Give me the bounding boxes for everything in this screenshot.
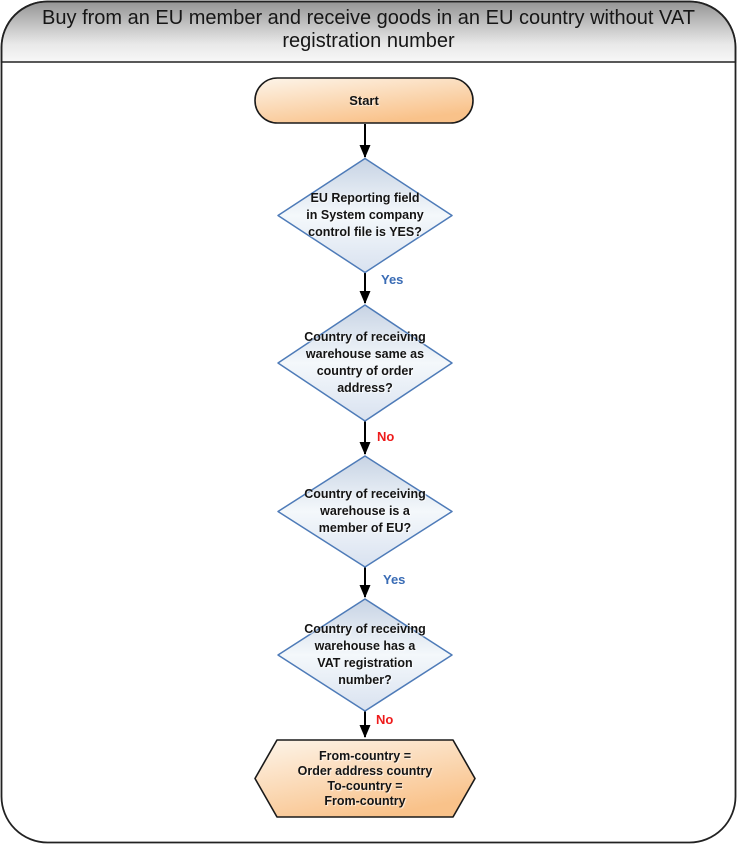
- decision-1-label: EU Reporting field in System company con…: [306, 191, 424, 239]
- branch-label-yes-1: Yes: [381, 272, 404, 287]
- start-label: Start: [349, 93, 379, 108]
- decision-3-label: Country of receiving warehouse is a memb…: [304, 487, 426, 535]
- decision-4-shape: [277, 598, 453, 712]
- result-label: From-country = Order address country To-…: [297, 748, 433, 808]
- result-shape: [254, 739, 476, 818]
- decision-2-shape: [277, 304, 453, 422]
- decision-3-shape: [277, 455, 453, 568]
- page-title: Buy from an EU member and receive goods …: [42, 7, 695, 52]
- decision-1-shape: [277, 157, 453, 274]
- branch-label-no-2: No: [376, 712, 394, 727]
- start-shape: [254, 77, 474, 124]
- branch-label-yes-2: Yes: [383, 572, 406, 587]
- decision-4-label: Country of receiving warehouse has a VAT…: [304, 622, 426, 687]
- decision-2-label: Country of receiving warehouse same as c…: [304, 330, 426, 395]
- branch-label-no-1: No: [377, 429, 395, 444]
